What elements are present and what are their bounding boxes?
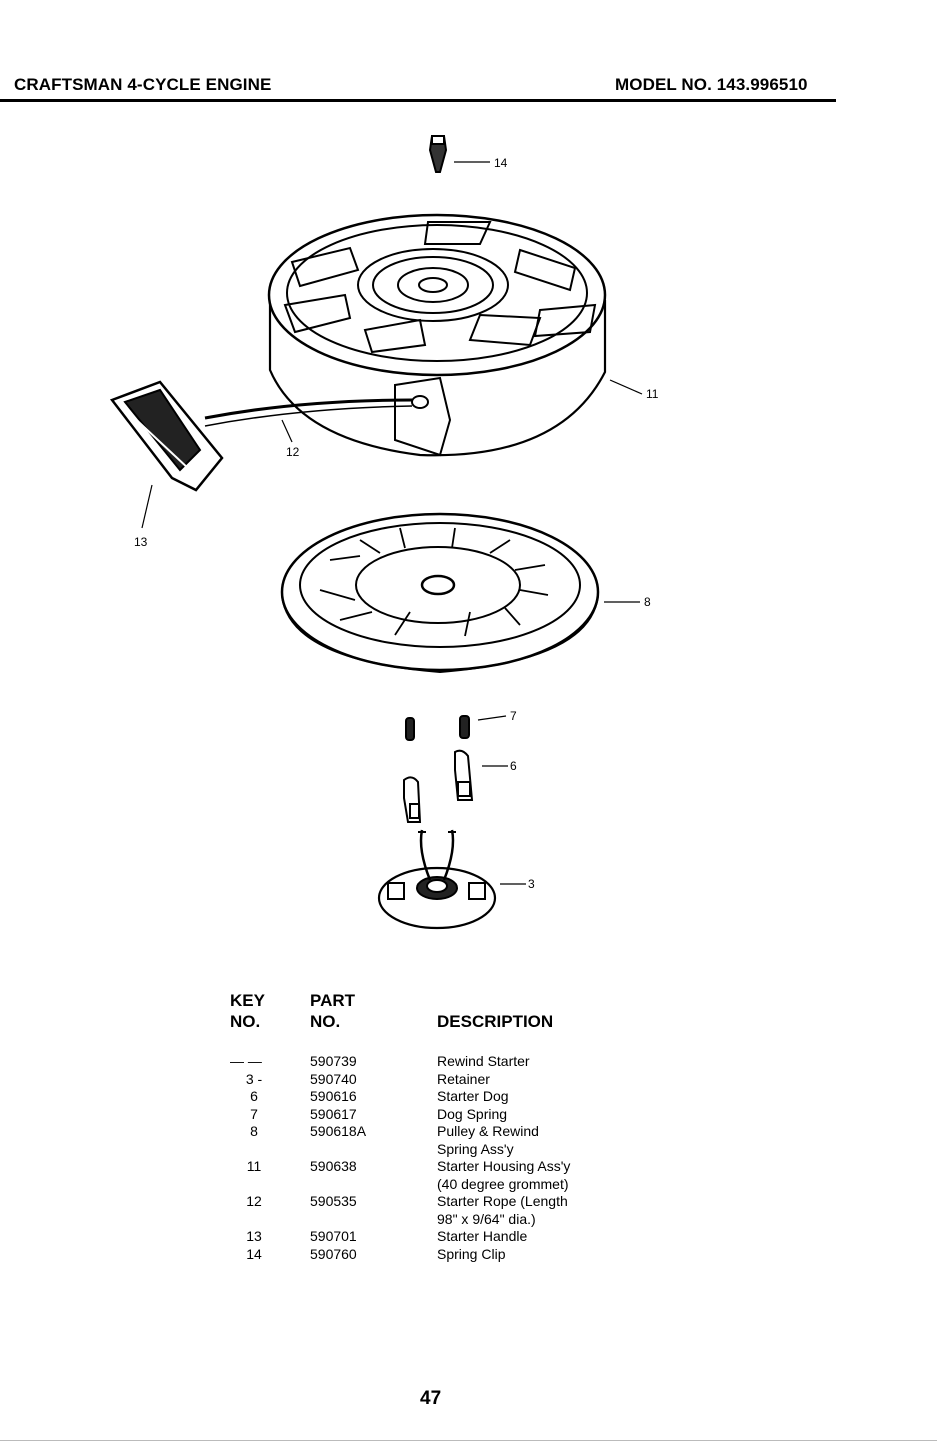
description: Starter Dog [437, 1088, 509, 1104]
key-no: 7 [250, 1105, 258, 1122]
exploded-parts-diagram: 14 11 12 13 8 7 6 3 [109, 135, 659, 930]
description-header: DESCRIPTION [437, 1012, 554, 1031]
part-no: 590701 [310, 1228, 357, 1244]
part-no: 590739 [310, 1053, 357, 1069]
key-no: 8 [250, 1123, 258, 1139]
key-no: 14 [246, 1245, 262, 1262]
description-cont: Spring Ass'y [437, 1140, 514, 1157]
model-number: MODEL NO. 143.996510 [615, 75, 808, 94]
table-row: 7 590617 Dog Spring [230, 1106, 650, 1124]
header-rule [0, 99, 836, 102]
spring-clip-illustration [428, 135, 448, 173]
dog-spring-illustration [405, 715, 470, 741]
key-no-header: KEY NO. [230, 991, 265, 1031]
callout-14: 14 [494, 156, 508, 170]
pulley-illustration [280, 512, 600, 674]
callout-7: 7 [510, 709, 517, 723]
part-no: 590616 [310, 1088, 357, 1104]
callout-11: 11 [646, 387, 659, 401]
key-no: 12 [246, 1193, 262, 1209]
description: Starter Handle [437, 1228, 528, 1244]
callout-line-11 [609, 379, 643, 395]
part-no: 590638 [310, 1158, 357, 1174]
description-cont: (40 degree grommet) [437, 1175, 569, 1192]
starter-housing-illustration [267, 213, 607, 457]
description: Pulley & Rewind [437, 1123, 539, 1139]
callout-12: 12 [286, 445, 300, 459]
table-row: 3 - 590740 Retainer [230, 1071, 650, 1089]
description: Starter Housing Ass'y [437, 1158, 571, 1174]
key-no: 13 [246, 1228, 262, 1244]
description: Dog Spring [437, 1105, 508, 1122]
callout-line-13 [141, 484, 153, 529]
table-row: 13 590701 Starter Handle [230, 1228, 650, 1246]
part-no-header: PART NO. [310, 991, 356, 1031]
description: Rewind Starter [437, 1053, 530, 1069]
callout-3: 3 [528, 877, 535, 891]
starter-rope-illustration [204, 398, 413, 427]
key-no: 3 - [245, 1070, 263, 1087]
description: Retainer [437, 1070, 490, 1087]
key-no: 11 [246, 1158, 262, 1174]
callout-8: 8 [644, 595, 651, 609]
retainer-illustration [377, 829, 497, 930]
part-no: 590617 [310, 1105, 357, 1122]
starter-handle-illustration [109, 380, 224, 492]
description: Spring Clip [437, 1245, 506, 1262]
table-row: 6 590616 Starter Dog [230, 1088, 650, 1106]
key-no: 6 [250, 1088, 258, 1104]
table-row: 11 590638 Starter Housing Ass'y (40 degr… [230, 1158, 650, 1193]
part-no: 590740 [310, 1070, 357, 1087]
key-no: — — [230, 1053, 262, 1069]
callout-6: 6 [510, 759, 517, 773]
bottom-rule [0, 1440, 937, 1441]
table-row: 14 590760 Spring Clip [230, 1246, 650, 1264]
description: Starter Rope (Length [437, 1193, 568, 1209]
page-number: 47 [420, 1388, 442, 1409]
callout-13: 13 [134, 535, 148, 549]
table-row: — — 590739 Rewind Starter [230, 1053, 650, 1071]
engine-title: CRAFTSMAN 4-CYCLE ENGINE [14, 75, 272, 94]
starter-dog-illustration [403, 749, 474, 823]
table-row: 12 590535 Starter Rope (Length 98" x 9/6… [230, 1193, 650, 1228]
callout-line-7 [477, 715, 507, 721]
part-no: 590535 [310, 1193, 357, 1209]
table-row: 8 590618A Pulley & Rewind Spring Ass'y [230, 1123, 650, 1158]
callout-line-12 [281, 419, 293, 443]
description-cont: 98" x 9/64" dia.) [437, 1210, 536, 1227]
part-no: 590618A [310, 1123, 367, 1139]
parts-list: — — 590739 Rewind Starter 3 - 590740 Ret… [230, 1053, 650, 1263]
part-no: 590760 [310, 1245, 357, 1262]
